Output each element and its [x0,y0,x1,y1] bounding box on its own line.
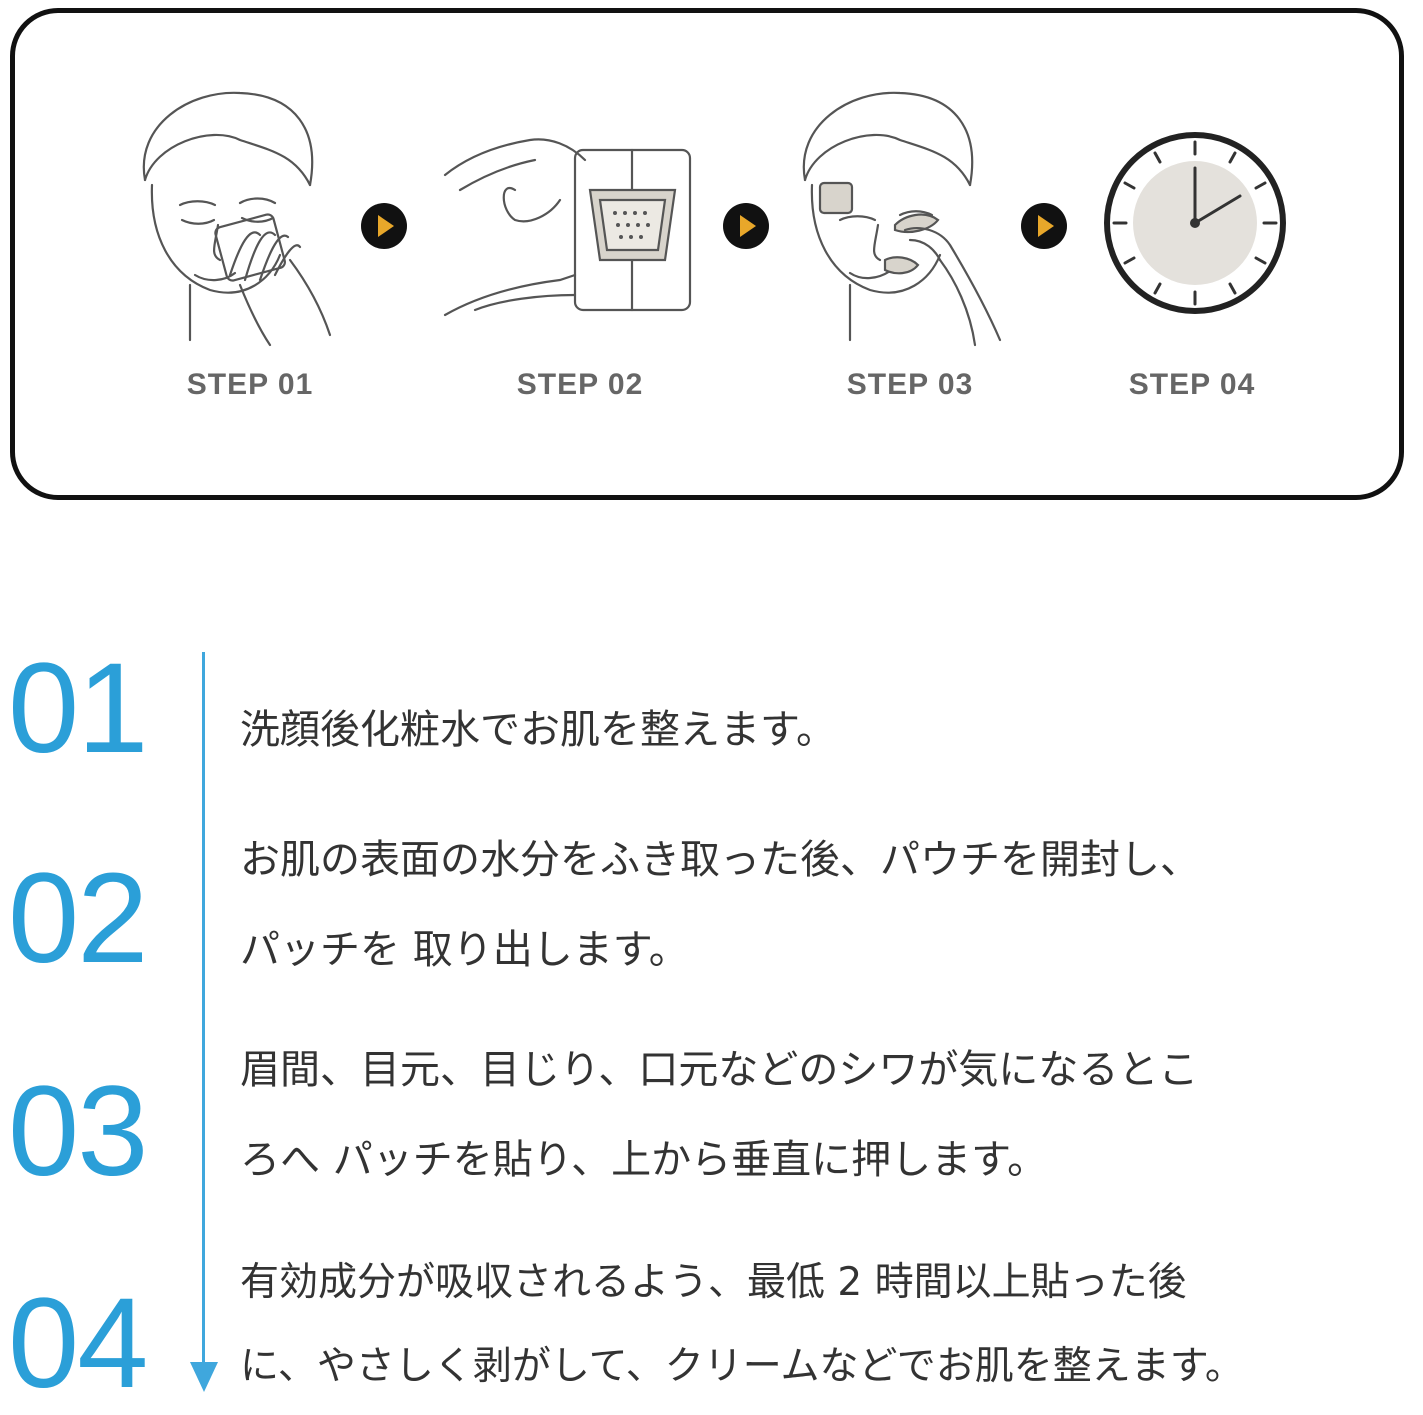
step-label-02: STEP 02 [516,368,644,401]
instruction-line: 眉間、目元、目じり、口元などのシワが気になるとこ [240,1047,1199,1093]
instruction-number-01: 01 [8,637,148,780]
instruction-line: 有効成分が吸収されるよう、最低 2 時間以上貼った後 [240,1260,1187,1305]
instruction-text-04: 有効成分が吸収されるよう、最低 2 時間以上貼った後 に、やさしく剥がして、クリ… [240,1238,1420,1406]
play-arrow-icon [723,203,769,249]
step-label-01: STEP 01 [186,368,314,401]
instruction-line: パッチを 取り出します。 [240,927,689,973]
instruction-line: 洗顔後化粧水でお肌を整えます。 [240,707,836,753]
timeline-line [202,652,205,1372]
instruction-text-01: 洗顔後化粧水でお肌を整えます。 [240,685,1420,775]
instruction-number-04: 04 [8,1272,148,1415]
timeline-arrow-down-icon [190,1362,218,1392]
hand-opening-pouch-icon [443,138,692,317]
step-label-04: STEP 04 [1128,368,1256,401]
play-arrow-icon [1021,203,1067,249]
instruction-line: に、やさしく剥がして、クリームなどでお肌を整えます。 [240,1344,1244,1389]
face-applying-patch-icon [802,91,1002,347]
instruction-line: ろへ パッチを貼り、上から垂直に押します。 [240,1137,1048,1183]
instruction-text-03: 眉間、目元、目じり、口元などのシワが気になるとこ ろへ パッチを貼り、上から垂直… [240,1025,1420,1205]
instruction-number-03: 03 [8,1060,148,1203]
face-applying-toner-icon [142,91,332,347]
step-label-03: STEP 03 [846,368,974,401]
instruction-text-02: お肌の表面の水分をふき取った後、パウチを開封し、 パッチを 取り出します。 [240,815,1420,995]
clock-icon [1104,132,1286,314]
instruction-number-02: 02 [8,847,148,990]
instruction-line: お肌の表面の水分をふき取った後、パウチを開封し、 [240,837,1200,883]
play-arrow-icon [361,203,407,249]
